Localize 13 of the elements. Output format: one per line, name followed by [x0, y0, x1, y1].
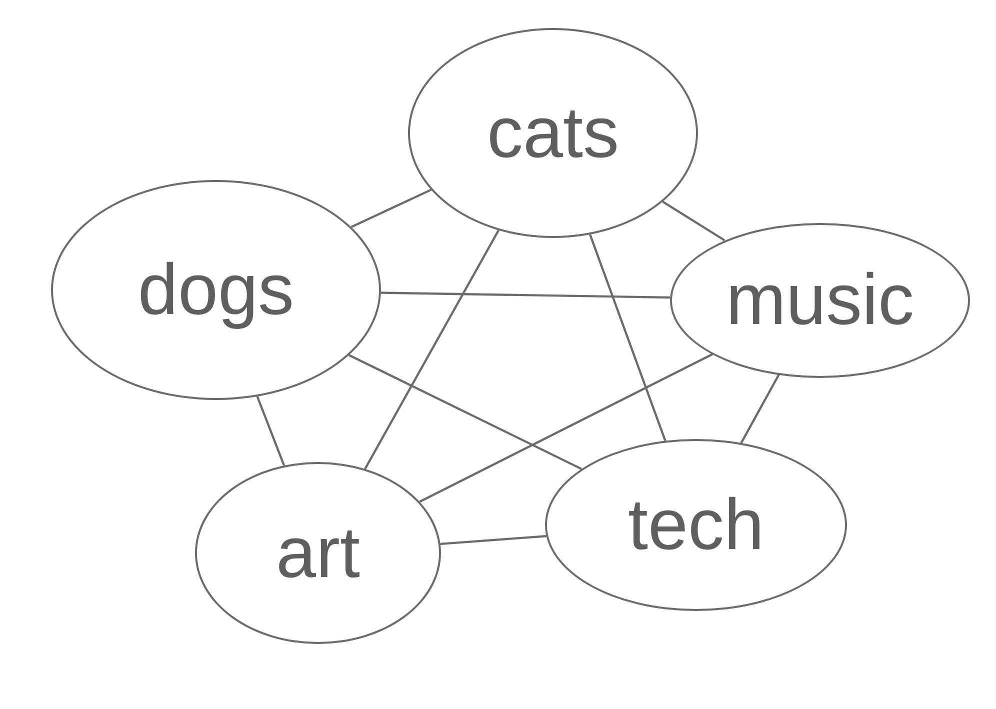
topic-label: art — [276, 517, 360, 589]
topic-label: music — [726, 264, 914, 336]
topic-label: tech — [628, 489, 764, 561]
connector-line — [380, 292, 670, 299]
connector-line — [589, 234, 666, 442]
connector-line — [348, 354, 582, 470]
connector-line — [256, 396, 286, 466]
connector-line — [364, 230, 500, 470]
topic-label: cats — [486, 97, 620, 169]
connector-line — [440, 535, 546, 546]
connector-line — [350, 188, 432, 228]
connector-line — [419, 353, 714, 503]
connector-line — [662, 200, 726, 242]
